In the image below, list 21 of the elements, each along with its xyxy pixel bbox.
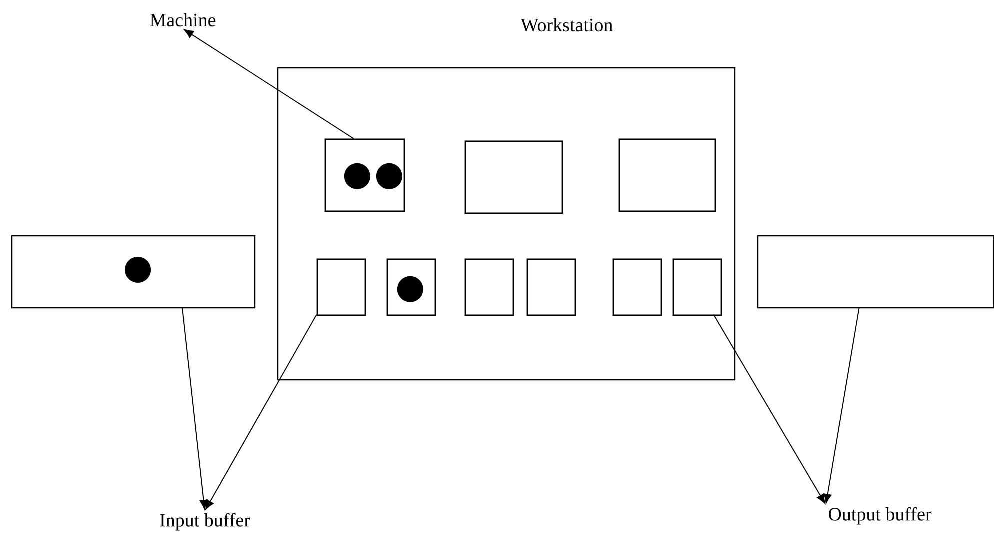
buffer-box: [672, 258, 722, 316]
label-text: Output buffer: [828, 507, 932, 525]
arrow: [184, 29, 354, 140]
buffer-box: [757, 235, 994, 309]
label-text: Input buffer: [160, 513, 250, 531]
workstation-box: Workstation: [277, 18, 736, 381]
node-label: Workstation: [520, 18, 613, 32]
label-text: Machine: [150, 13, 216, 27]
buffer-box: [464, 258, 514, 316]
arrow: [205, 314, 318, 510]
arrow: [824, 306, 860, 504]
buffer-box: [612, 258, 662, 316]
machine-box: [618, 138, 716, 212]
buffer-box: [386, 258, 436, 316]
buffer-box: [526, 258, 576, 316]
buffer-box: [316, 258, 366, 316]
buffer-box: [11, 235, 256, 309]
machine-box: [464, 140, 563, 214]
machine-box: [324, 138, 405, 212]
arrow: [182, 306, 208, 510]
arrow: [713, 314, 826, 504]
